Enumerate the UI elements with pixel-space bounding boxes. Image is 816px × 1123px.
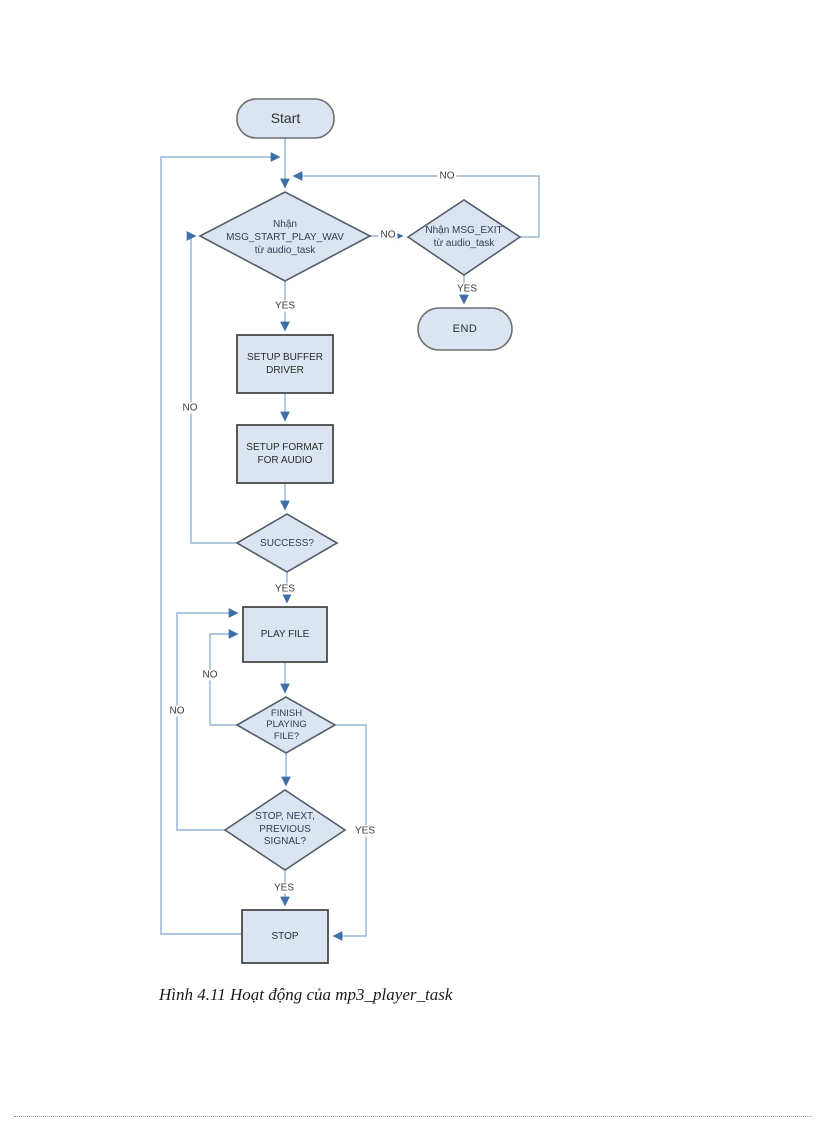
start-node-shape	[236, 98, 335, 139]
connector-stop-next-no-loop	[176, 608, 239, 831]
edge-label-no-stop-next: NO	[167, 705, 187, 717]
edge-label-yes-stop-next: YES	[271, 882, 297, 894]
figure-caption: Hình 4.11 Hoạt động của mp3_player_task	[159, 985, 453, 1004]
connector-exit-no-loop	[292, 171, 540, 238]
connector-stop-outer-loop	[160, 152, 281, 935]
edge-label-yes-exit: YES	[454, 283, 480, 295]
decision-msg-exit-shape	[406, 199, 522, 276]
play-file-box-shape	[242, 606, 328, 663]
setup-format-box-shape	[236, 424, 334, 484]
setup-buffer-box-shape	[236, 334, 334, 394]
edge-label-yes-success: YES	[272, 583, 298, 595]
edge-label-no-success: NO	[180, 402, 200, 414]
page-bottom-dotted-divider	[14, 1116, 812, 1117]
edge-label-no-finish: NO	[200, 669, 220, 681]
edge-label-yes-finish: YES	[352, 825, 378, 837]
decision-finish-playing-shape	[235, 696, 337, 754]
decision-start-play-shape	[198, 191, 372, 282]
end-node-shape	[417, 307, 513, 351]
stop-box-shape	[241, 909, 329, 964]
connector-success-no-loop	[186, 231, 237, 544]
edge-label-no-exit-loop: NO	[437, 170, 457, 182]
edge-label-yes-start-play: YES	[272, 300, 298, 312]
decision-success-shape	[235, 513, 339, 573]
edge-label-no-to-exit: NO	[378, 229, 398, 241]
decision-stop-next-prev-shape	[223, 789, 347, 871]
